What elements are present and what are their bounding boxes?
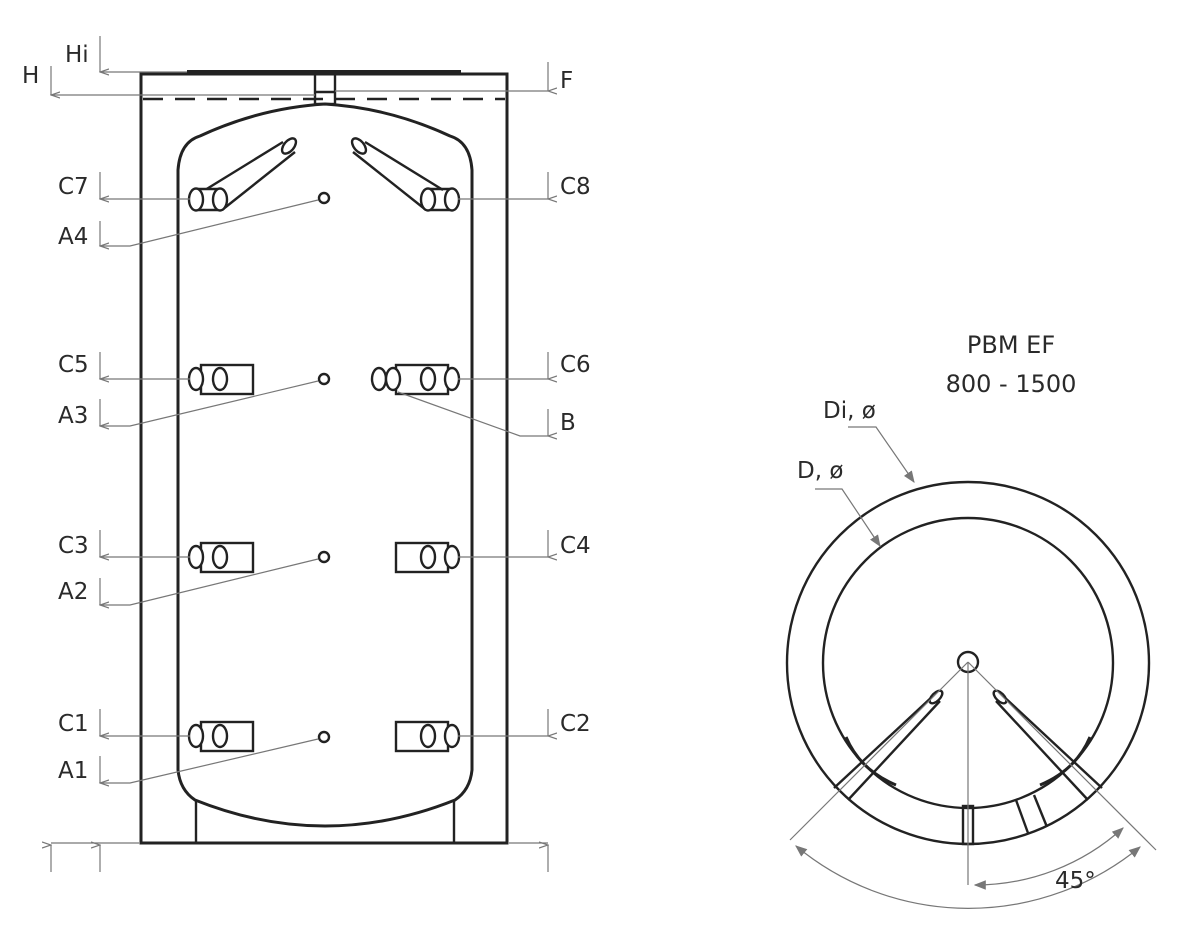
label-a1: A1 <box>58 758 88 784</box>
side-view: Hi H F <box>22 36 591 872</box>
label-c4: C4 <box>560 533 591 559</box>
inner-diameter-label: Di, ø <box>823 398 876 424</box>
model-range: 800 - 1500 <box>946 370 1077 398</box>
sensor-port-a2 <box>317 550 331 564</box>
model-title: PBM EF <box>967 331 1055 359</box>
label-a3: A3 <box>58 403 88 429</box>
label-hi: Hi <box>65 42 89 68</box>
top-view-pipe-left <box>833 689 944 801</box>
label-c3: C3 <box>58 533 89 559</box>
label-b: B <box>560 410 576 436</box>
angle-construction-lines <box>789 661 1157 909</box>
label-h: H <box>22 63 39 89</box>
right-dimension-leaders <box>397 172 548 736</box>
sensor-port-a3 <box>317 372 331 386</box>
dim-f <box>335 62 548 91</box>
top-view: PBM EF 800 - 1500 <box>785 331 1157 909</box>
inner-tank <box>176 102 474 828</box>
label-a2: A2 <box>58 579 88 605</box>
label-f: F <box>560 68 573 94</box>
label-c8: C8 <box>560 174 591 200</box>
connection-c7 <box>187 137 298 212</box>
connection-c5 <box>187 363 255 396</box>
top-view-pipe-right <box>992 689 1103 801</box>
label-c6: C6 <box>560 352 591 378</box>
outer-diameter-label: D, ø <box>797 458 843 484</box>
angle-label: 45° <box>1055 868 1096 894</box>
connection-c3 <box>187 541 255 574</box>
sensor-port-a4 <box>317 191 331 205</box>
dim-hi <box>100 36 187 72</box>
dim-h <box>51 66 315 95</box>
connection-c2 <box>394 720 461 753</box>
connection-b <box>370 366 402 392</box>
label-c2: C2 <box>560 711 591 737</box>
connection-c1 <box>187 720 255 753</box>
left-dimension-leaders <box>100 172 319 783</box>
diameter-leaders <box>815 426 915 547</box>
label-c1: C1 <box>58 711 89 737</box>
base-dimension-leaders <box>51 843 548 872</box>
connection-c8 <box>350 137 461 212</box>
connection-c6 <box>394 363 461 396</box>
connection-c4 <box>394 541 461 574</box>
sensor-port-a1 <box>317 730 331 744</box>
label-c7: C7 <box>58 174 89 200</box>
label-c5: C5 <box>58 352 89 378</box>
label-a4: A4 <box>58 224 88 250</box>
